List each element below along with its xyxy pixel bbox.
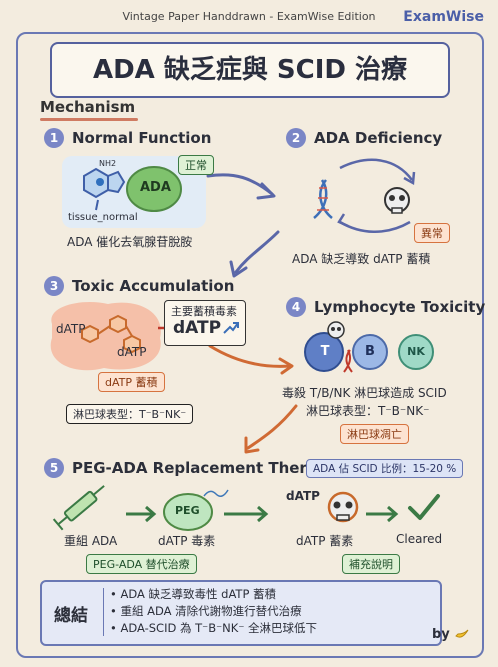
dna-icon — [313, 179, 333, 219]
peg-chain-icon — [203, 489, 229, 497]
molecule-label: tissue_normal — [68, 212, 138, 223]
ada-enzyme-label: ADA — [140, 180, 171, 195]
peg-label: PEG — [175, 504, 200, 517]
skull-icon — [384, 187, 410, 214]
content-frame — [16, 32, 484, 658]
flow-label-datp-toxin: dATP 毒素 — [158, 534, 216, 548]
syringe-icon — [52, 485, 105, 531]
step-4-caption-line1: 毒殺 T/B/NK 淋巴球造成 SCID — [282, 386, 447, 400]
step-1-caption: ADA 催化去氧腺苷脫胺 — [67, 235, 193, 249]
checkmark-icon — [408, 494, 440, 520]
normal-tag: 正常 — [178, 155, 214, 175]
section-underline — [40, 118, 138, 121]
cell-label-t: T — [320, 344, 330, 359]
toxic-accumulation-illustration — [50, 302, 172, 371]
therapy-flow-illustration — [52, 485, 440, 531]
t-cell-icon — [304, 332, 344, 372]
arrow-right-icon — [126, 505, 157, 523]
section-label: Mechanism — [40, 98, 136, 116]
step-2-caption: ADA 缺乏導致 dATP 蓄積 — [292, 252, 431, 266]
skull-icon — [327, 491, 359, 523]
main-toxin-value: dATP — [173, 318, 222, 338]
skull-icon — [327, 321, 345, 339]
arrow-4-to-5 — [246, 404, 298, 450]
nk-cell-icon — [398, 334, 434, 370]
peg-ada-therapy-tag: PEG-ADA 替代治療 — [86, 554, 197, 574]
datp-molecule-icons — [81, 314, 141, 354]
step-3-title: Toxic Accumulation — [72, 277, 235, 295]
summary-title: 總結 — [54, 606, 88, 626]
summary-item: ADA 缺乏導致毒性 dATP 蓄積 — [110, 586, 317, 603]
step-1-title: Normal Function — [72, 129, 212, 147]
main-toxin-callout — [164, 300, 246, 346]
step-2-title: ADA Deficiency — [314, 129, 443, 147]
step-5-number: 5 — [44, 458, 64, 478]
supplementary-note-tag: 補充說明 — [342, 554, 400, 574]
author-credit: by — [432, 626, 470, 642]
flow-label-cleared: Cleared — [396, 532, 443, 546]
arrow-3-to-4 — [208, 344, 292, 368]
step-4-number: 4 — [286, 297, 306, 317]
scid-ratio-badge: ADA 佔 SCID 比例：15-20 % — [306, 459, 464, 478]
flow-label-recombinant-ada: 重組 ADA — [64, 534, 118, 548]
step-3-phenotype: 淋巴球表型：T⁻B⁻NK⁻ — [66, 404, 194, 424]
arrow-right-icon — [366, 505, 399, 523]
brand-logo: ExamWise — [403, 9, 484, 25]
ada-deficiency-illustration — [313, 158, 416, 233]
step-4-title: Lymphocyte Toxicity — [314, 298, 486, 316]
step-3-number: 3 — [44, 276, 64, 296]
flow-label-datp-accumulation: dATP 蓄素 — [296, 534, 354, 548]
datp-flow-label: dATP — [286, 489, 320, 503]
rising-trend-icon — [223, 322, 239, 334]
step-1-number: 1 — [44, 128, 64, 148]
amine-group-label: NH2 — [99, 159, 117, 168]
summary-item: 重組 ADA 清除代謝物進行替代治療 — [110, 603, 317, 620]
blob-label-datp-1: dATP — [56, 322, 86, 336]
main-toxin-label: 主要蓄積毒素 — [171, 305, 237, 318]
arrow-right-icon — [224, 505, 269, 523]
edition-subtitle: Vintage Paper Handdrawn - ExamWise Editi… — [122, 10, 376, 23]
cell-label-nk: NK — [407, 345, 425, 358]
summary-list: ADA 缺乏導致毒性 dATP 蓄積 重組 ADA 清除代謝物進行替代治療 AD… — [110, 586, 317, 637]
lymphocyte-illustration — [304, 321, 434, 373]
apoptosis-tag: 淋巴球凋亡 — [340, 424, 409, 444]
step-4-caption-line2: 淋巴球表型：T⁻B⁻NK⁻ — [306, 404, 430, 418]
toxin-blob — [50, 302, 161, 371]
blob-label-datp-2: dATP — [117, 345, 147, 359]
cell-label-b: B — [365, 344, 375, 359]
summary-item: ADA-SCID 為 T⁻B⁻NK⁻ 全淋巴球低下 — [110, 620, 317, 637]
summary-divider — [103, 588, 104, 636]
ada-enzyme-icon — [126, 166, 182, 212]
peg-enzyme-icon — [163, 493, 213, 531]
abnormal-tag: 異常 — [414, 223, 450, 243]
banana-icon — [455, 629, 469, 638]
dna-icon — [343, 349, 353, 373]
step-2-number: 2 — [286, 128, 306, 148]
page-title: ADA 缺乏症與 SCID 治療 — [50, 42, 450, 98]
b-cell-icon — [352, 334, 388, 370]
datp-accumulation-tag: dATP 蓄積 — [98, 372, 165, 392]
author-credit-label: by — [432, 627, 450, 642]
arrow-2-to-3 — [234, 230, 280, 274]
normal-function-illustration — [62, 156, 206, 228]
adenosine-molecule-icon — [83, 167, 126, 199]
step-5-title: PEG-ADA Replacement Therapy — [72, 459, 338, 477]
